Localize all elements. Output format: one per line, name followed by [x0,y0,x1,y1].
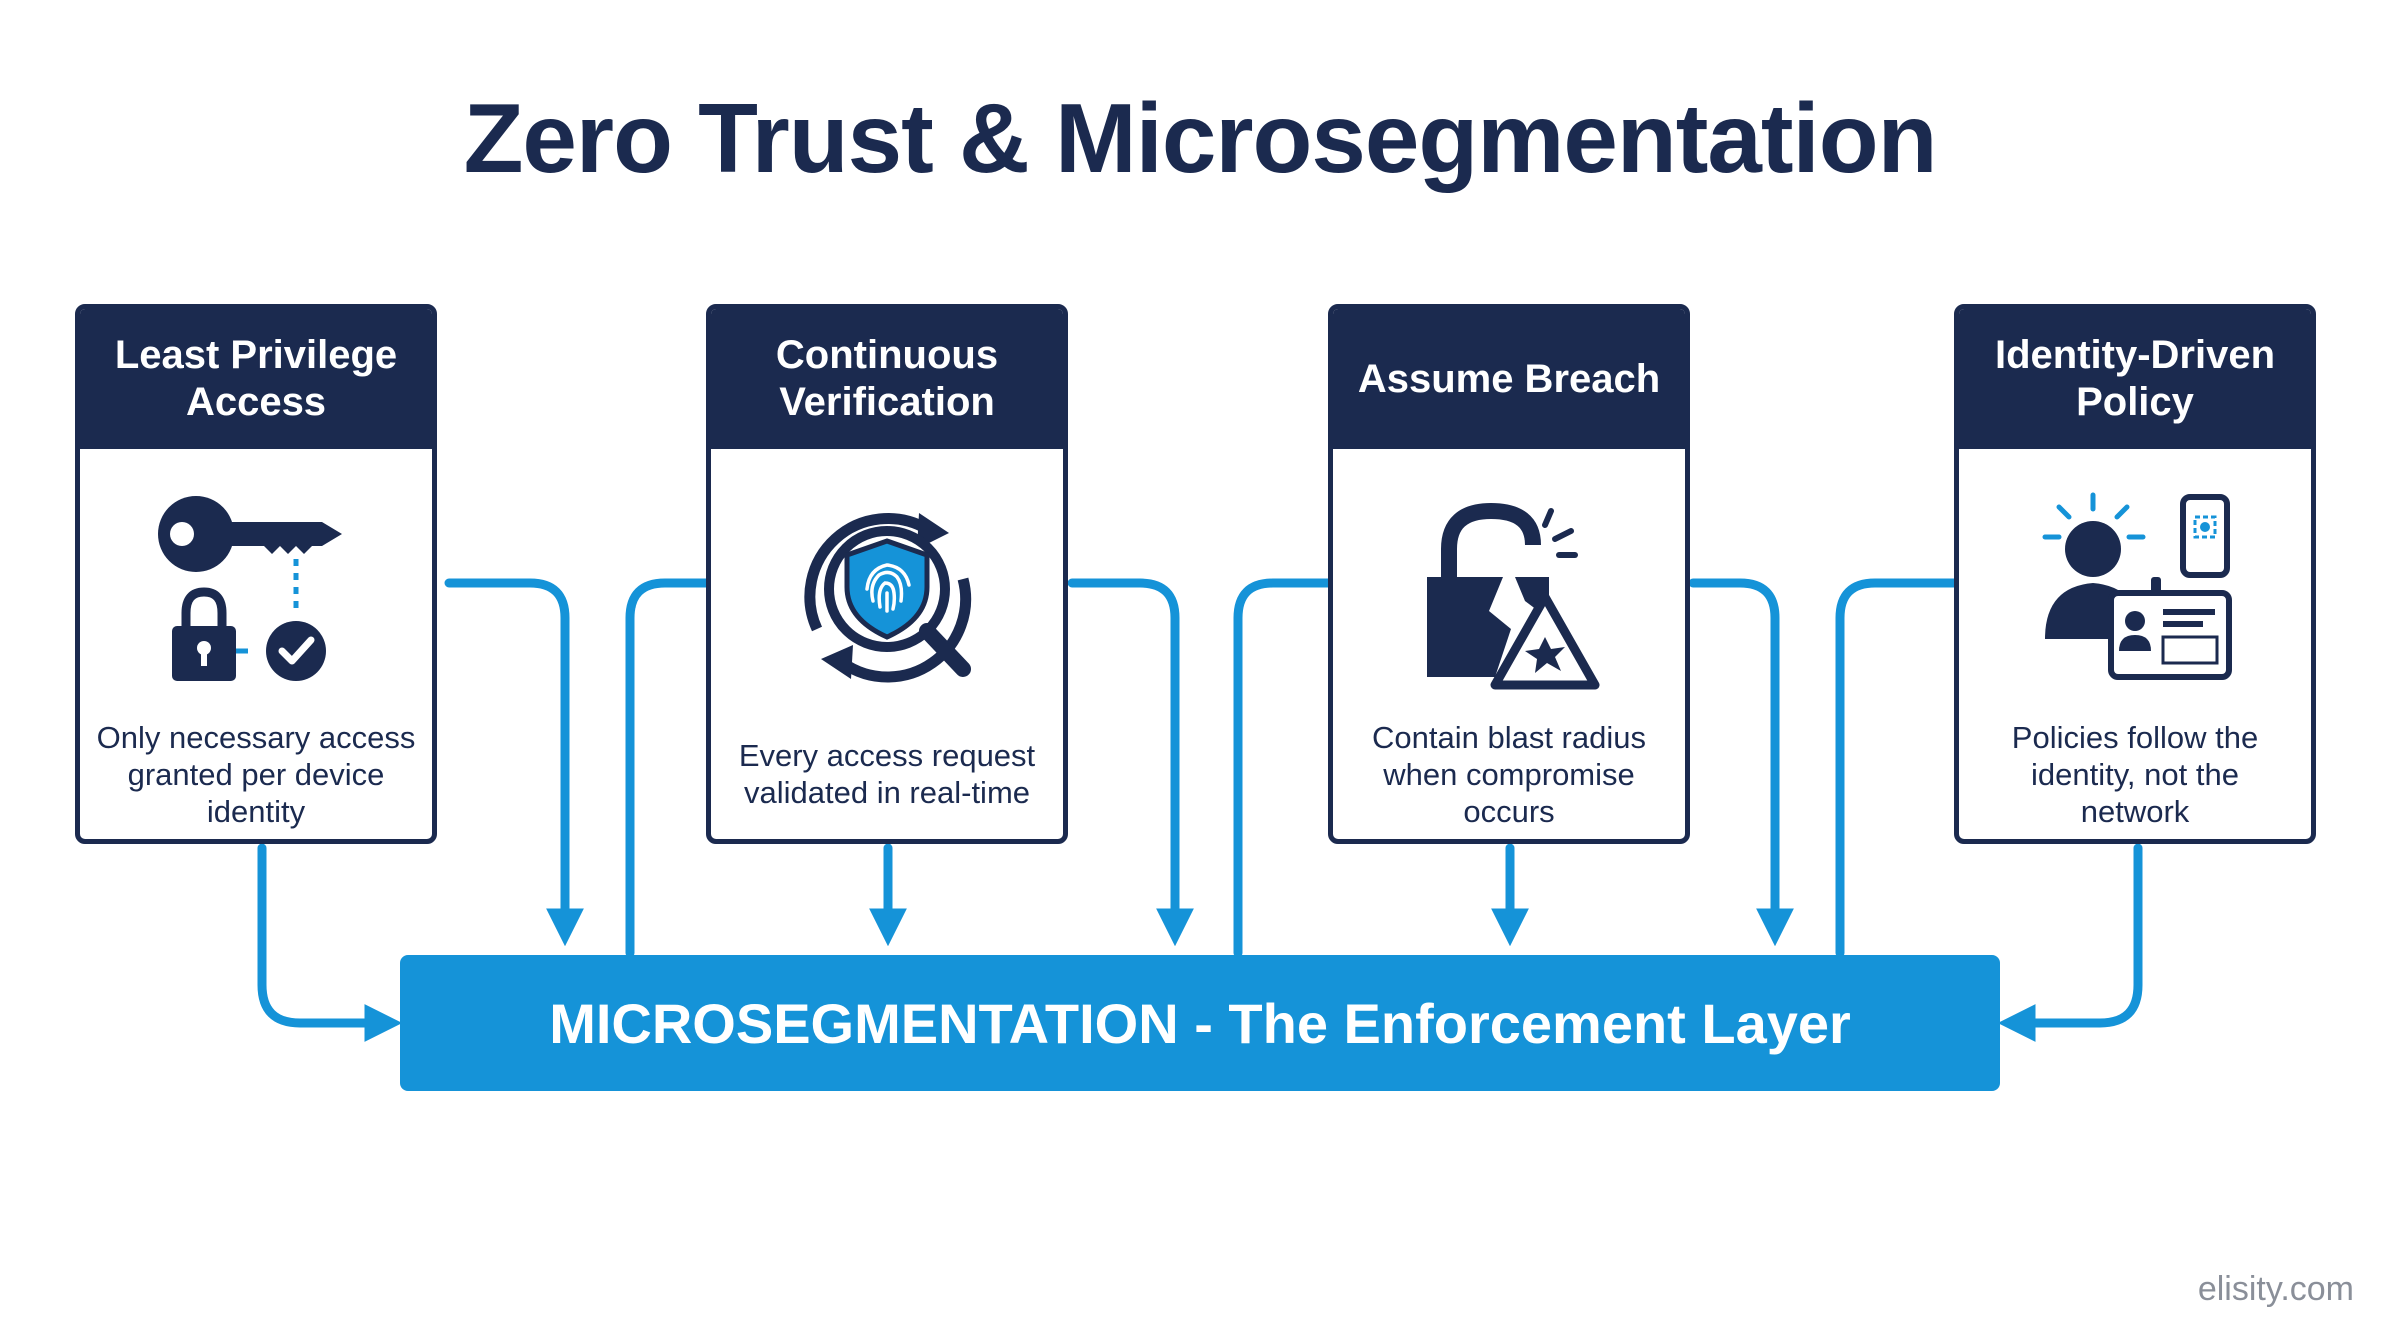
arrow-card4-left [1835,578,1959,958]
fingerprint-shield-magnifier-icon [804,513,972,683]
arrow-card1-right [444,578,584,947]
enforcement-layer-bar: MICROSEGMENTATION - The Enforcement Laye… [400,955,2000,1091]
watermark: elisity.com [2197,1270,2354,1308]
arrow-card1-bottom [257,843,403,1042]
arrow-card3-left [1233,578,1333,958]
arrow-card2-left [625,578,711,958]
pillar-heading: Assume Breach [1333,309,1685,449]
identity-badge-icon [2042,492,2232,680]
pillar-card-identity-driven-policy: Identity-Driven Policy [1954,304,2316,844]
pillar-card-continuous-verification: Continuous Verification Every access req… [706,304,1068,844]
key-lock-check-icon [158,496,342,681]
arrow-card4-bottom [1997,843,2143,1042]
pillar-description: Only necessary access granted per device… [96,719,416,829]
arrow-card3-right [1688,578,1794,947]
pillar-card-assume-breach: Assume Breach Contain blast radius when … [1328,304,1690,844]
pillar-description: Policies follow the identity, not the ne… [2011,719,2259,829]
pillar-card-least-privilege: Least Privilege Access Only necessary ac… [75,304,437,844]
page-title: Zero Trust & Microsegmentation [463,83,1938,193]
broken-lock-warning-icon [1427,502,1600,690]
pillar-heading: Identity-Driven Policy [1959,309,2311,449]
pillar-heading: Continuous Verification [711,309,1063,449]
pillar-heading: Least Privilege Access [80,309,432,449]
pillar-description: Every access request validated in real-t… [738,738,1036,810]
pillar-description: Contain blast radius when compromise occ… [1372,719,1646,829]
arrow-card2-right [1067,578,1194,947]
